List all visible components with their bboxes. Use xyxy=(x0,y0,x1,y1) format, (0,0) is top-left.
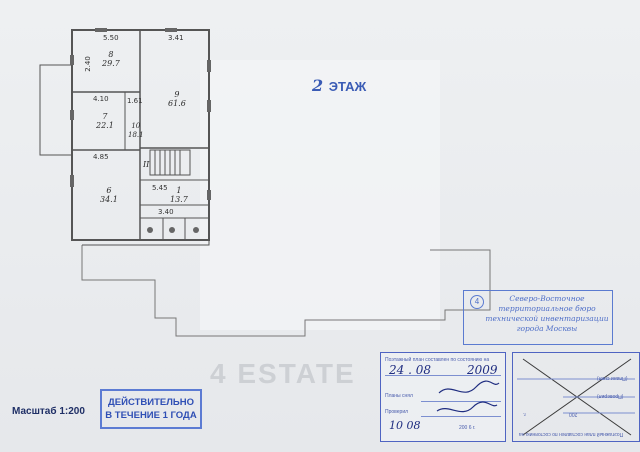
form-right-checked: (Проверил) xyxy=(597,393,624,399)
dimension-label: 5.50 xyxy=(103,34,119,42)
form-right-year-suffix: г. xyxy=(523,411,526,417)
form-left-checked: Проверил xyxy=(385,409,409,415)
validity-stamp: ДЕЙСТВИТЕЛЬНО В ТЕЧЕНИЕ 1 ГОДА xyxy=(100,389,202,429)
form-right-year: 200 xyxy=(569,411,578,417)
room-II: II xyxy=(143,160,150,169)
validity-line-1: ДЕЙСТВИТЕЛЬНО xyxy=(108,397,194,408)
bti-stamp-number: 4 xyxy=(470,295,484,309)
validity-line-2: В ТЕЧЕНИЕ 1 ГОДА xyxy=(105,410,197,421)
bti-stamp: 4 Северо-Восточное территориальное бюро … xyxy=(463,290,613,345)
dimension-label: 4.85 xyxy=(93,153,109,161)
form-left-date: 24 . 08 xyxy=(389,363,431,377)
plan-balcony xyxy=(39,64,73,156)
form-right-plan-made: (Плани снял) xyxy=(597,375,628,381)
form-left-plan-made: Планы снял xyxy=(385,393,413,399)
bti-stamp-text: Северо-Восточное территориальное бюро те… xyxy=(485,294,609,333)
floor-label: 2 ЭТАЖ xyxy=(312,76,366,95)
form-left-year-2: 200 6 г. xyxy=(459,425,476,431)
form-left-header: Поэтажный план составлен по состоянию на xyxy=(385,357,490,363)
dimension-label: 5.45 xyxy=(152,184,168,192)
form-right-header: Поэтажный план составлен по состоянию на xyxy=(519,431,624,437)
dimension-label: 2.40 xyxy=(83,56,92,72)
dimension-label: 3.40 xyxy=(158,208,174,216)
dimension-label: 4.10 xyxy=(93,95,109,103)
scale-label: Масштаб 1:200 xyxy=(12,406,85,417)
cross-out-marks xyxy=(517,358,635,436)
dimension-label: 1.61 xyxy=(127,97,143,105)
form-left-date-2: 10 08 xyxy=(389,419,421,432)
dimension-label: 3.41 xyxy=(168,34,184,42)
watermark: 4 ESTATE xyxy=(210,358,356,389)
plan-form-right: Поэтажный план составлен по состоянию на… xyxy=(512,352,640,442)
floor-text: ЭТАЖ xyxy=(328,79,367,94)
form-left-year: 2009 xyxy=(467,363,498,377)
floor-number: 2 xyxy=(312,76,324,95)
paper-highlight xyxy=(200,60,440,330)
plan-form-left: Поэтажный план составлен по состоянию на… xyxy=(380,352,506,442)
signature-marks xyxy=(436,380,500,413)
